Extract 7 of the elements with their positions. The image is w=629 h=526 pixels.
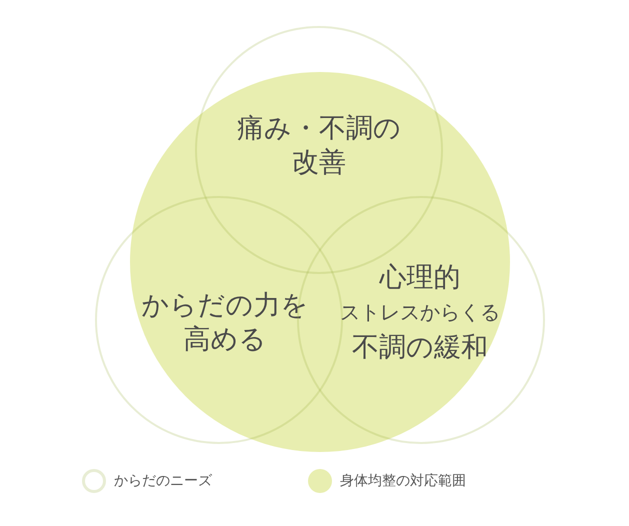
venn-label: ストレスからくる: [340, 298, 500, 326]
legend-label: からだのニーズ: [114, 472, 212, 490]
venn-label: 不調の緩和: [352, 330, 488, 364]
venn-label: 心理的: [380, 260, 460, 294]
venn-label: 痛み・不調の改善: [236, 112, 402, 180]
legend-label: 身体均整の対応範囲: [340, 472, 466, 490]
venn-label: からだの力を高める: [140, 289, 310, 357]
